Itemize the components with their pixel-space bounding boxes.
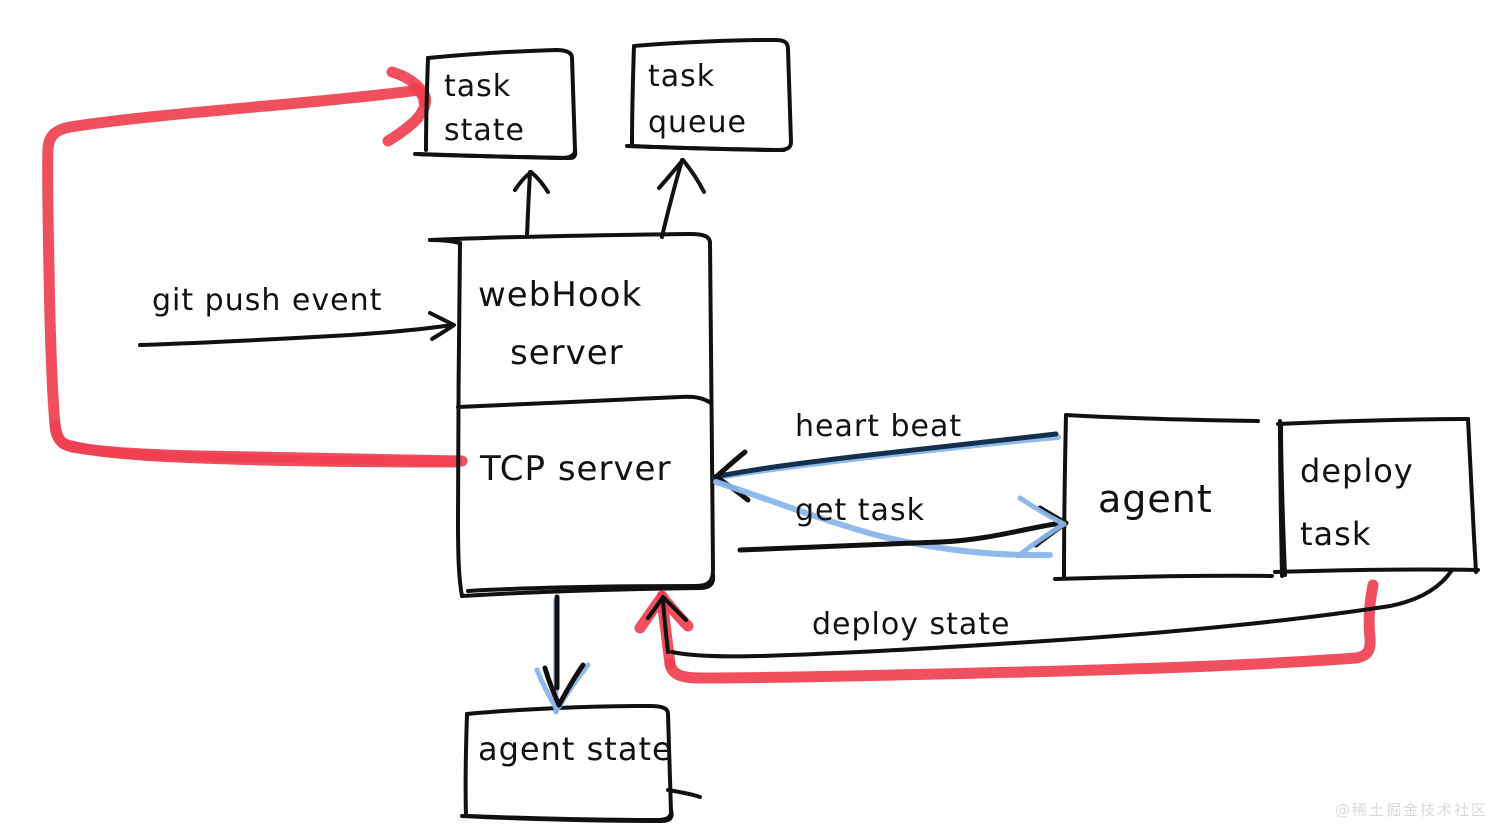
edge-tcp-left-lower-red: [49, 419, 461, 468]
arrow-webhook-to-task-queue: [657, 158, 706, 239]
box-task-state[interactable]: [413, 48, 578, 160]
box-agent[interactable]: [1053, 413, 1284, 581]
label-tcp-server: TCP server: [479, 449, 671, 489]
label-git-push-event: git push event: [152, 283, 382, 318]
label-webhook-server-line2: server: [510, 333, 624, 373]
label-task-state-line2: state: [444, 113, 525, 148]
arrow-git-push-event: [138, 311, 456, 347]
label-webhook-server-line1: webHook: [478, 275, 642, 315]
label-heart-beat: heart beat: [795, 409, 962, 444]
watermark: @稀土掘金技术社区: [1334, 801, 1488, 819]
label-deploy-task-line2: task: [1300, 515, 1371, 553]
label-task-queue-line1: task: [648, 59, 715, 94]
label-deploy-task-line1: deploy: [1300, 452, 1414, 490]
arrow-tcp-to-agent-state: [534, 594, 591, 715]
label-agent-state: agent state: [478, 730, 673, 768]
box-deploy-task[interactable]: [1273, 417, 1480, 577]
label-task-queue-line2: queue: [648, 105, 747, 140]
box-task-queue[interactable]: [625, 38, 793, 152]
edge-task-state-update-red: [42, 66, 468, 467]
label-deploy-state: deploy state: [812, 607, 1011, 642]
arrow-webhook-to-task-state: [513, 170, 550, 238]
label-task-state-line1: task: [444, 69, 511, 104]
edge-deploy-state-black: [646, 568, 1454, 659]
label-get-task: get task: [795, 493, 925, 528]
box-webhook-server[interactable]: [428, 232, 716, 598]
arrow-heart-beat: [711, 431, 1061, 503]
box-agent-state[interactable]: [460, 704, 702, 823]
arrow-get-task: [713, 479, 1069, 559]
label-agent: agent: [1098, 477, 1213, 521]
